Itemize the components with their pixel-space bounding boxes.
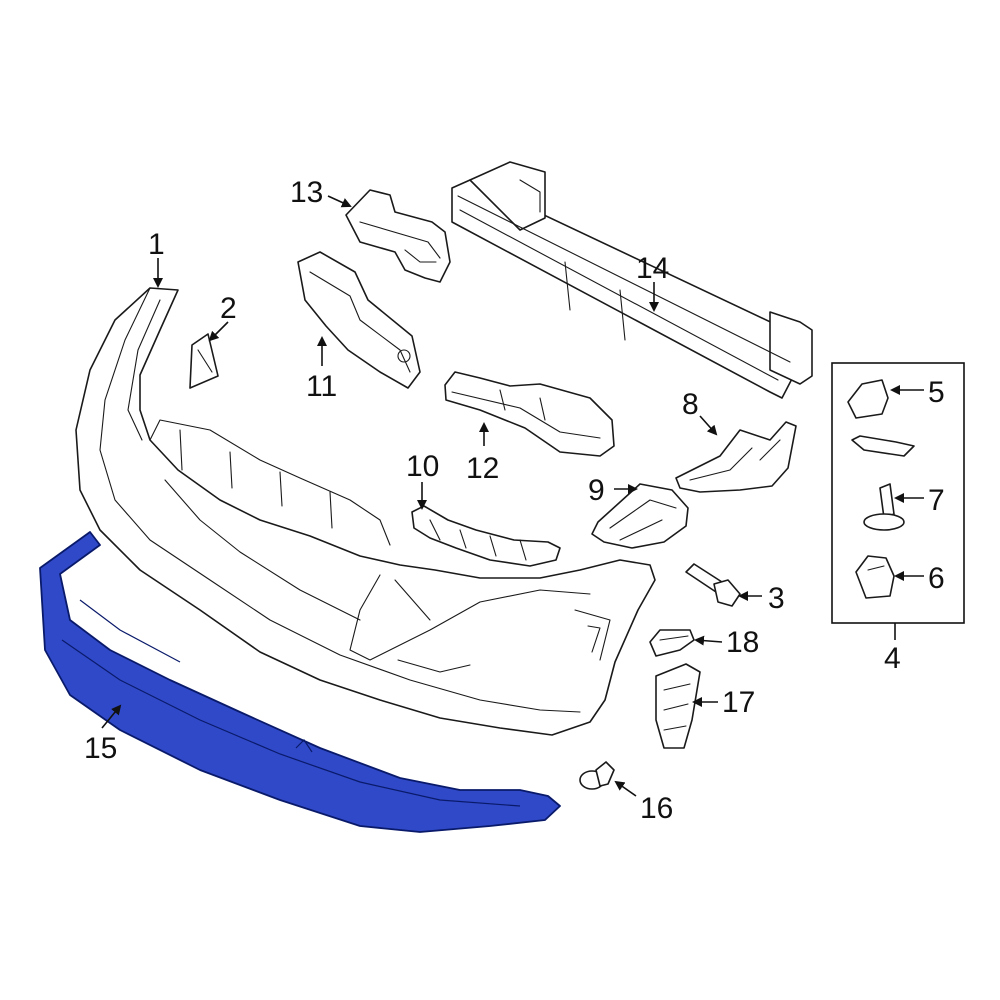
- part-12-bracket: [444, 371, 615, 457]
- part-2-trim-piece: [189, 333, 219, 389]
- bumper-cover: [75, 287, 656, 736]
- part-14-reinforcement-beam: [451, 161, 813, 399]
- callout-17: 17: [722, 686, 755, 719]
- callout-8: 8: [682, 388, 699, 421]
- kit-4-box: [831, 362, 965, 640]
- part-9-bracket: [591, 483, 689, 549]
- callout-13: 13: [290, 176, 323, 209]
- part-17-bracket: [655, 663, 701, 749]
- part-5-clip: [847, 379, 915, 457]
- part-6-clip: [855, 555, 895, 599]
- part-8-bracket: [675, 421, 797, 493]
- part-10-bracket: [411, 505, 561, 567]
- part-16-push-pin: [579, 761, 615, 790]
- callout-4: 4: [884, 642, 901, 675]
- callout-5: 5: [928, 376, 945, 409]
- callout-12: 12: [466, 452, 499, 485]
- part-3-bolt: [685, 563, 741, 607]
- part-18-clip: [649, 629, 695, 657]
- callout-6: 6: [928, 562, 945, 595]
- callout-1: 1: [148, 228, 165, 261]
- callout-2: 2: [220, 292, 237, 325]
- callout-15: 15: [84, 732, 117, 765]
- callout-3: 3: [768, 582, 785, 615]
- callout-labels: 1 2 3 4 5 6 7 8 9 10 11 12 13 14 15 16 1…: [84, 176, 945, 825]
- callout-9: 9: [588, 474, 605, 507]
- callout-16: 16: [640, 792, 673, 825]
- callout-14: 14: [636, 252, 669, 285]
- part-7-screw: [863, 483, 905, 531]
- part-15-lower-spoiler: [39, 531, 561, 833]
- leader-lines: [101, 195, 924, 797]
- callout-7: 7: [928, 484, 945, 517]
- callout-10: 10: [406, 450, 439, 483]
- part-11-bracket: [297, 251, 421, 389]
- part-13-bracket: [345, 189, 451, 283]
- callout-11: 11: [306, 370, 337, 403]
- callout-18: 18: [726, 626, 759, 659]
